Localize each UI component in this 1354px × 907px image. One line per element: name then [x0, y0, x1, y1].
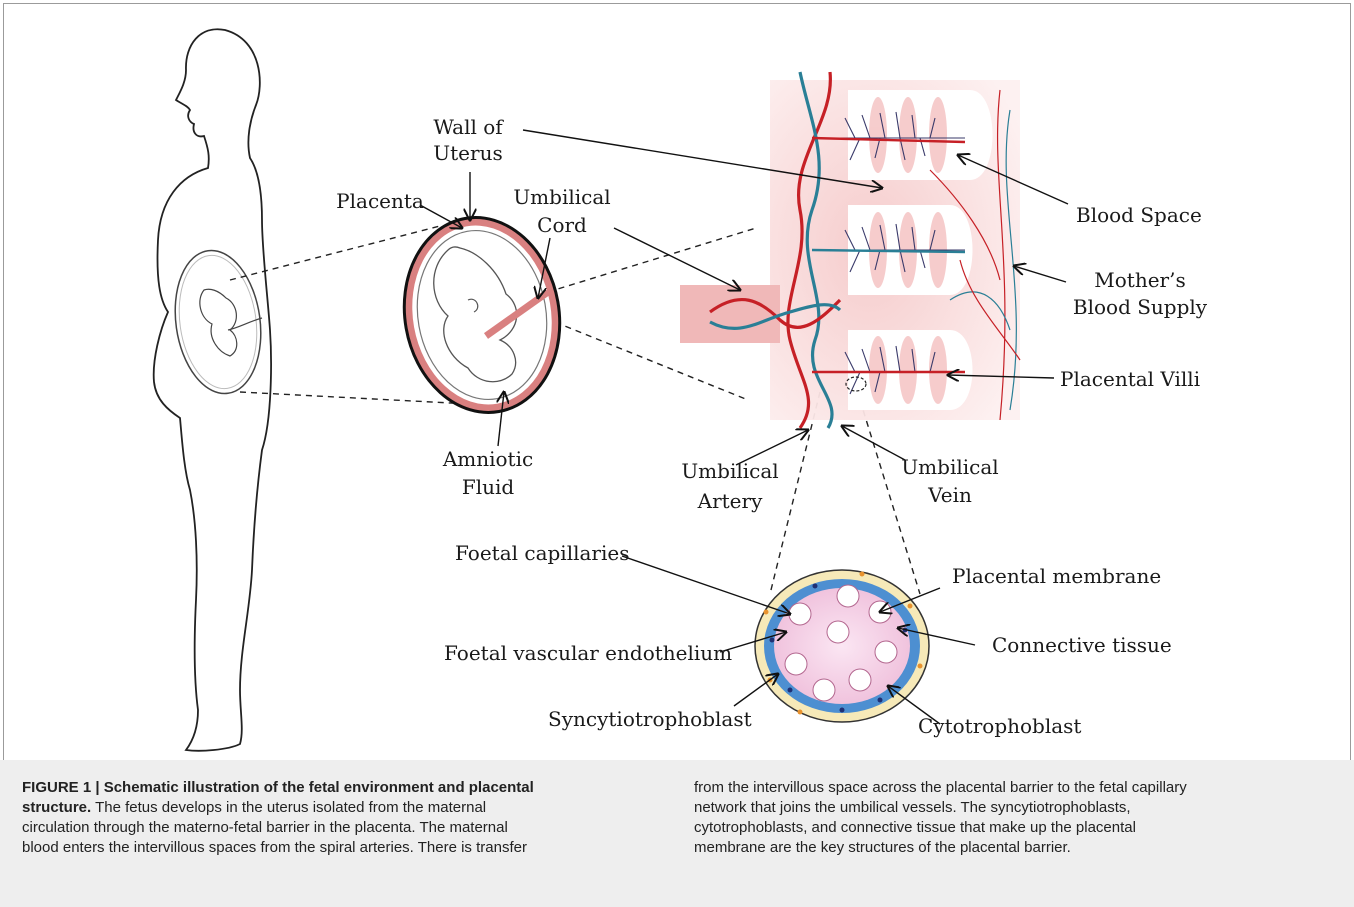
label-umbilical-vein-line2: Vein	[927, 483, 972, 507]
label-umbilical-cord-line2: Cord	[537, 213, 587, 237]
label-syncytiotrophoblast: Syncytiotrophoblast	[548, 707, 752, 731]
label-placenta: Placenta	[336, 189, 424, 213]
placenta-diagram: Wall of Uterus Placenta Umbilical Cord A…	[0, 0, 1354, 760]
label-mothers-blood-supply-line2: Blood Supply	[1073, 295, 1208, 319]
placenta-tissue	[680, 72, 1020, 428]
caption-right-column: from the intervillous space across the p…	[694, 778, 1314, 858]
label-amniotic-fluid-line1: Amniotic	[442, 447, 533, 471]
label-wall-of-uterus-line1: Wall of	[433, 115, 504, 139]
villus-cross-section	[755, 570, 929, 722]
label-blood-space: Blood Space	[1076, 203, 1202, 227]
caption-body-right: from the intervillous space across the p…	[694, 778, 1314, 858]
caption-left-column: FIGURE 1 | Schematic illustration of the…	[22, 778, 542, 858]
label-placental-villi: Placental Villi	[1060, 367, 1200, 391]
label-connective-tissue: Connective tissue	[992, 633, 1172, 657]
label-umbilical-vein-line1: Umbilical	[901, 455, 998, 479]
label-mothers-blood-supply-line1: Mother’s	[1094, 268, 1185, 292]
figure-caption: FIGURE 1 | Schematic illustration of the…	[0, 760, 1354, 907]
label-wall-of-uterus-line2: Uterus	[433, 141, 502, 165]
label-cytotrophoblast: Cytotrophoblast	[918, 714, 1081, 738]
label-umbilical-cord-line1: Umbilical	[513, 185, 610, 209]
label-foetal-vascular-endothelium: Foetal vascular endothelium	[444, 641, 732, 665]
uterus-enlarged	[389, 205, 575, 425]
womb-fetus-small	[166, 245, 269, 399]
label-amniotic-fluid-line2: Fluid	[462, 475, 515, 499]
caption-body-left: The fetus develops in the uterus isolate…	[22, 799, 527, 856]
label-umbilical-artery-line2: Artery	[697, 489, 763, 513]
label-placental-membrane: Placental membrane	[952, 564, 1161, 588]
label-umbilical-artery-line1: Umbilical	[681, 459, 778, 483]
label-foetal-capillaries: Foetal capillaries	[455, 541, 629, 565]
